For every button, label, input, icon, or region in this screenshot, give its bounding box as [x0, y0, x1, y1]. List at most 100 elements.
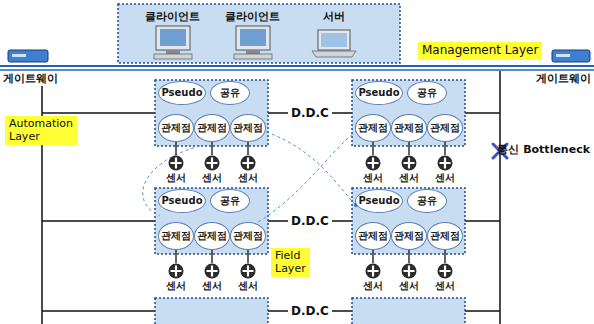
point-label: 관제점	[358, 123, 388, 133]
point-circle: 공유	[210, 81, 250, 105]
sensor-symbol: 센서	[197, 263, 227, 292]
layer-tag: Automation Layer	[5, 116, 77, 145]
gateway-label: 게이트웨이	[536, 72, 591, 85]
sensor-wire	[211, 250, 212, 263]
sensor-wire	[175, 142, 176, 155]
sensor-wire	[372, 250, 373, 263]
sensor-icon	[168, 263, 184, 279]
point-label: 공유	[220, 196, 240, 206]
sensor-icon	[204, 155, 220, 171]
point-label: Pseudo	[161, 196, 202, 206]
point-circle: Pseudo	[355, 81, 403, 105]
gateway-label: 게이트웨이	[3, 72, 58, 85]
sensor-wire	[408, 142, 409, 155]
sensor-symbol: 센서	[430, 263, 460, 292]
sensor-wire	[247, 142, 248, 155]
sensor-label: 센서	[233, 172, 263, 184]
sensor-label: 센서	[161, 280, 191, 292]
point-circle: 공유	[407, 189, 447, 213]
sensor-icon	[437, 263, 453, 279]
point-circle: Pseudo	[355, 189, 403, 213]
point-circle: 관제점	[230, 114, 266, 142]
device-label: 클라이언트	[225, 10, 280, 23]
sensor-label: 센서	[394, 280, 424, 292]
point-circle: 관제점	[158, 222, 194, 250]
sensor-label: 센서	[197, 172, 227, 184]
sensor-wire	[211, 142, 212, 155]
device-label: 클라이언트	[145, 10, 200, 23]
sensor-wire	[247, 250, 248, 263]
point-circle: 관제점	[427, 114, 463, 142]
sensor-symbol: 센서	[394, 263, 424, 292]
layer-tag: Field Layer	[271, 248, 310, 277]
sensor-wire	[372, 142, 373, 155]
point-label: 관제점	[161, 123, 191, 133]
sensor-symbol: 센서	[394, 155, 424, 184]
point-circle: Pseudo	[158, 81, 206, 105]
bottleneck-note: 통신 Bottleneck	[497, 143, 590, 156]
point-circle: 공유	[407, 81, 447, 105]
point-circle: 관제점	[194, 222, 230, 250]
sensor-label: 센서	[197, 280, 227, 292]
point-circle: 관제점	[355, 222, 391, 250]
sensor-wire	[408, 250, 409, 263]
sensor-symbol: 센서	[197, 155, 227, 184]
point-label: 관제점	[197, 231, 227, 241]
sensor-icon	[365, 155, 381, 171]
point-circle: 관제점	[391, 114, 427, 142]
sensor-icon	[365, 263, 381, 279]
management-bus	[0, 66, 594, 70]
sensor-label: 센서	[394, 172, 424, 184]
link-dot	[246, 203, 358, 230]
point-circle: 관제점	[427, 222, 463, 250]
point-circle: 관제점	[391, 222, 427, 250]
point-circle: 공유	[210, 189, 250, 213]
sensor-symbol: 센서	[358, 155, 388, 184]
point-label: 관제점	[430, 231, 460, 241]
sensor-label: 센서	[161, 172, 191, 184]
point-label: 관제점	[197, 123, 227, 133]
point-label: 관제점	[394, 231, 424, 241]
sensor-icon	[240, 263, 256, 279]
layer-label: Automation Layer	[9, 118, 73, 143]
ddc-label: D.D.C	[288, 214, 332, 228]
point-label: Pseudo	[161, 88, 202, 98]
sensor-wire	[444, 250, 445, 263]
sensor-symbol: 센서	[233, 263, 263, 292]
ddc-box	[155, 80, 465, 324]
sensor-symbol: 센서	[161, 263, 191, 292]
point-circle: 관제점	[194, 114, 230, 142]
point-label: 관제점	[233, 123, 263, 133]
sensor-icon	[401, 263, 417, 279]
sensor-label: 센서	[233, 280, 263, 292]
point-label: 관제점	[233, 231, 263, 241]
management-panel	[118, 4, 400, 63]
sensor-symbol: 센서	[233, 155, 263, 184]
point-label: 공유	[220, 88, 240, 98]
point-label: 관제점	[358, 231, 388, 241]
link-curve	[143, 128, 360, 228]
device-label: 서버	[323, 10, 345, 23]
sensor-label: 센서	[430, 280, 460, 292]
sensor-icon	[240, 155, 256, 171]
point-label: 공유	[417, 88, 437, 98]
point-label: Pseudo	[358, 196, 399, 206]
sensor-symbol: 센서	[358, 263, 388, 292]
point-circle: 관제점	[355, 114, 391, 142]
sensor-label: 센서	[430, 172, 460, 184]
sensor-wire	[444, 142, 445, 155]
sensor-wire	[175, 250, 176, 263]
ddc-label: D.D.C	[288, 106, 332, 120]
field-bus	[42, 71, 500, 324]
sensor-icon	[401, 155, 417, 171]
sensor-label: 센서	[358, 280, 388, 292]
point-label: 공유	[417, 196, 437, 206]
sensor-icon	[168, 155, 184, 171]
point-circle: 관제점	[230, 222, 266, 250]
sensor-symbol: 센서	[161, 155, 191, 184]
point-circle: Pseudo	[158, 189, 206, 213]
layer-label: Management Layer	[422, 44, 538, 58]
point-label: Pseudo	[358, 88, 399, 98]
sensor-icon	[437, 155, 453, 171]
